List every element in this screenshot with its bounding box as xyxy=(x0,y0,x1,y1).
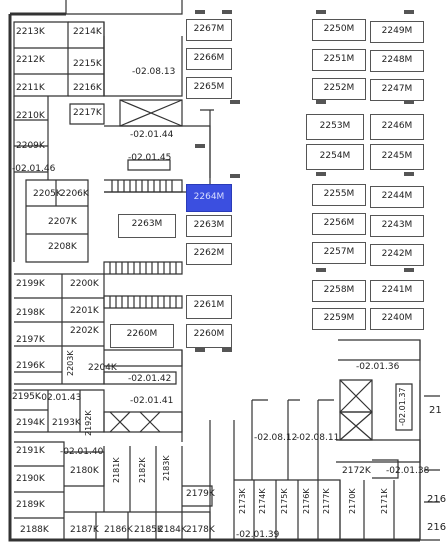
parking-2257M[interactable]: 2257M xyxy=(312,242,366,264)
zone-02-01-45: -02.01.45 xyxy=(128,153,172,163)
storage-2212K[interactable]: 2212K xyxy=(16,55,45,65)
parking-2260M[interactable]: 2260M xyxy=(186,324,232,348)
storage-2214K[interactable]: 2214K xyxy=(73,27,102,37)
storage-2173K[interactable]: 2173K xyxy=(238,488,247,514)
zone-02-08-12: -02.08.12 xyxy=(254,433,298,443)
partial-room-label-3: 216 xyxy=(427,522,446,533)
storage-2213K[interactable]: 2213K xyxy=(16,27,45,37)
storage-2195K[interactable]: 2195K xyxy=(12,392,41,402)
parking-2263M-west[interactable]: 2263M xyxy=(118,214,176,238)
partial-room-label: 21 xyxy=(429,405,442,416)
zone-02-01-37: -02.01.37 xyxy=(398,387,407,426)
storage-2177K[interactable]: 2177K xyxy=(322,488,331,514)
storage-2182K[interactable]: 2182K xyxy=(138,457,147,483)
storage-2170K[interactable]: 2170K xyxy=(348,488,357,514)
storage-2187K[interactable]: 2187K xyxy=(70,525,99,535)
zone-02-01-36: -02.01.36 xyxy=(356,362,400,372)
parking-2254M[interactable]: 2254M xyxy=(306,144,364,170)
storage-2196K[interactable]: 2196K xyxy=(16,361,45,371)
parking-2262M[interactable]: 2262M xyxy=(186,243,232,265)
storage-2210K[interactable]: 2210K xyxy=(16,111,45,121)
storage-2175K[interactable]: 2175K xyxy=(280,488,289,514)
zone-02-01-40: -02.01.40 xyxy=(60,447,104,457)
zone-02-01-41: -02.01.41 xyxy=(130,396,174,406)
storage-2190K[interactable]: 2190K xyxy=(16,474,45,484)
storage-2198K[interactable]: 2198K xyxy=(16,308,45,318)
zone-02-01-38: -02.01.38 xyxy=(386,466,430,476)
storage-2188K[interactable]: 2188K xyxy=(20,525,49,535)
storage-2185K[interactable]: 2185K xyxy=(134,525,163,535)
storage-2200K[interactable]: 2200K xyxy=(70,279,99,289)
storage-2201K[interactable]: 2201K xyxy=(70,306,99,316)
storage-2207K[interactable]: 2207K xyxy=(48,217,77,227)
parking-2258M[interactable]: 2258M xyxy=(312,280,366,302)
storage-2184K[interactable]: 2184K xyxy=(158,525,187,535)
parking-2240M[interactable]: 2240M xyxy=(370,308,424,330)
parking-2253M[interactable]: 2253M xyxy=(306,114,364,140)
storage-2179K[interactable]: 2179K xyxy=(186,489,215,499)
parking-2259M[interactable]: 2259M xyxy=(312,308,366,330)
storage-2174K[interactable]: 2174K xyxy=(258,488,267,514)
storage-2176K[interactable]: 2176K xyxy=(302,488,311,514)
parking-2252M[interactable]: 2252M xyxy=(312,78,366,100)
storage-2178K[interactable]: 2178K xyxy=(186,525,215,535)
storage-2208K[interactable]: 2208K xyxy=(48,242,77,252)
parking-2247M[interactable]: 2247M xyxy=(370,79,424,101)
parking-2251M[interactable]: 2251M xyxy=(312,49,366,71)
storage-2191K[interactable]: 2191K xyxy=(16,446,45,456)
parking-2243M[interactable]: 2243M xyxy=(370,215,424,237)
storage-2193K[interactable]: 2193K xyxy=(52,418,81,428)
parking-2246M[interactable]: 2246M xyxy=(370,114,424,140)
storage-2181K[interactable]: 2181K xyxy=(112,457,121,483)
storage-2199K[interactable]: 2199K xyxy=(16,279,45,289)
zone-02-08-11: -02.08.11 xyxy=(296,433,340,443)
parking-2241M[interactable]: 2241M xyxy=(370,280,424,302)
parking-2249M[interactable]: 2249M xyxy=(370,21,424,43)
parking-2244M[interactable]: 2244M xyxy=(370,186,424,208)
storage-2209K[interactable]: 2209K xyxy=(16,141,45,151)
zone-02-08-13: -02.08.13 xyxy=(132,67,176,77)
zone-02-01-46: -02.01.46 xyxy=(12,164,56,174)
parking-2266M[interactable]: 2266M xyxy=(186,48,232,70)
storage-2202K[interactable]: 2202K xyxy=(70,326,99,336)
storage-2192K[interactable]: 2192K xyxy=(84,410,93,436)
parking-2267M[interactable]: 2267M xyxy=(186,19,232,41)
storage-2211K[interactable]: 2211K xyxy=(16,83,45,93)
zone-02-01-43: -02.01.43 xyxy=(38,393,82,403)
storage-2206K[interactable]: 2206K xyxy=(60,189,89,199)
zone-02-01-44: -02.01.44 xyxy=(130,130,174,140)
parking-2263M[interactable]: 2263M xyxy=(186,215,232,237)
storage-2197K[interactable]: 2197K xyxy=(16,335,45,345)
parking-2264M-selected[interactable]: 2264M xyxy=(186,184,232,212)
parking-2245M[interactable]: 2245M xyxy=(370,144,424,170)
storage-2183K[interactable]: 2183K xyxy=(162,455,171,481)
parking-2248M[interactable]: 2248M xyxy=(370,50,424,72)
storage-2203K[interactable]: 2203K xyxy=(66,350,75,376)
storage-2217K[interactable]: 2217K xyxy=(73,108,102,118)
parking-2260M-west[interactable]: 2260M xyxy=(110,324,174,348)
parking-2261M[interactable]: 2261M xyxy=(186,295,232,319)
storage-2180K[interactable]: 2180K xyxy=(70,466,99,476)
storage-2204K[interactable]: 2204K xyxy=(88,363,117,373)
parking-2256M[interactable]: 2256M xyxy=(312,213,366,235)
storage-2172K[interactable]: 2172K xyxy=(342,466,371,476)
zone-02-01-42: -02.01.42 xyxy=(128,374,172,384)
zone-02-01-39: -02.01.39 xyxy=(236,530,280,540)
parking-2242M[interactable]: 2242M xyxy=(370,244,424,266)
storage-2194K[interactable]: 2194K xyxy=(16,418,45,428)
storage-2216K[interactable]: 2216K xyxy=(73,83,102,93)
storage-2171K[interactable]: 2171K xyxy=(380,488,389,514)
parking-2250M[interactable]: 2250M xyxy=(312,19,366,41)
parking-2265M[interactable]: 2265M xyxy=(186,77,232,99)
parking-2255M[interactable]: 2255M xyxy=(312,184,366,206)
storage-2215K[interactable]: 2215K xyxy=(73,59,102,69)
storage-2186K[interactable]: 2186K xyxy=(104,525,133,535)
storage-2205K[interactable]: 2205K xyxy=(33,189,62,199)
partial-room-label-2: 216 xyxy=(427,494,446,505)
storage-2189K[interactable]: 2189K xyxy=(16,500,45,510)
